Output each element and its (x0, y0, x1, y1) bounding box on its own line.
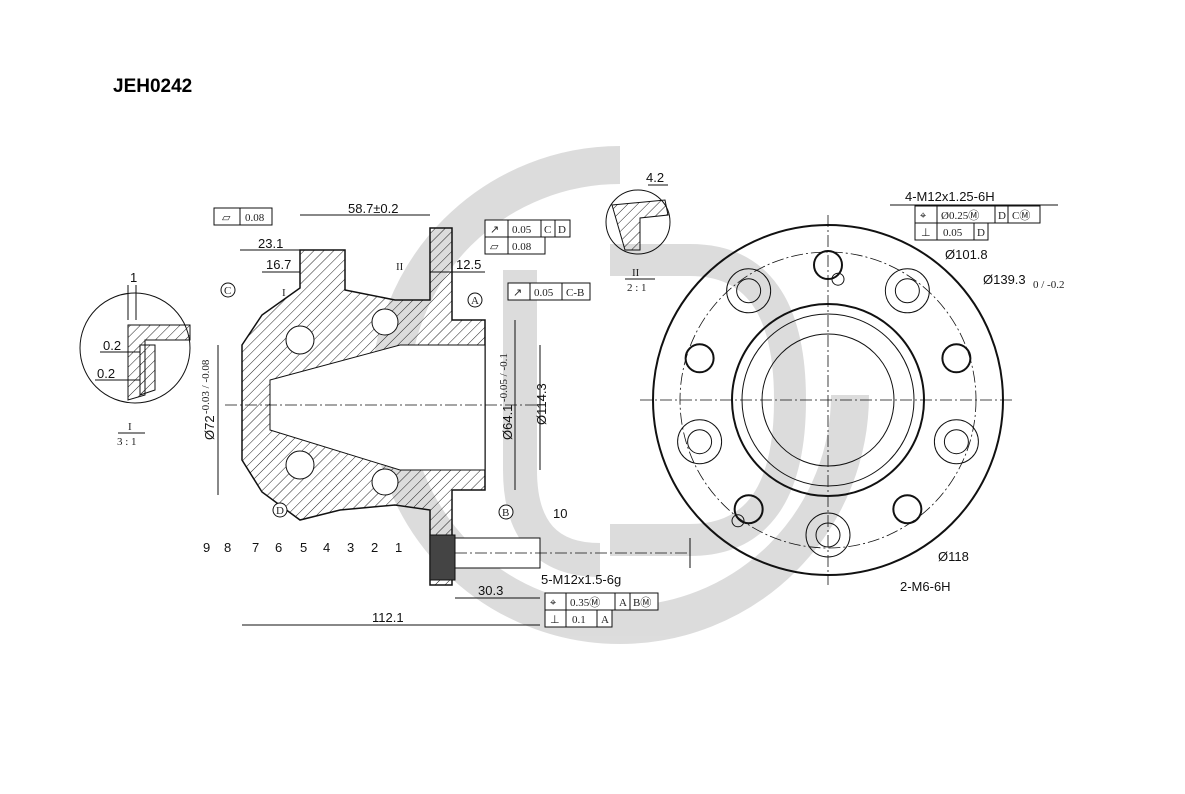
dim-72: Ø72 (202, 415, 217, 440)
stud-hole (684, 343, 715, 374)
dim-16-7: 16.7 (266, 257, 291, 272)
part-number-9: 9 (203, 540, 210, 555)
detail-II-dim: 4.2 (646, 170, 664, 185)
threaded-hole (677, 419, 723, 465)
fcf-datum: A (619, 597, 627, 609)
hub-face-view (640, 215, 1015, 585)
threaded-hole-core (687, 429, 713, 455)
fcf-stud-position: ⌖ 0.35Ⓜ A BⓂ ⊥ 0.1 A (544, 592, 659, 628)
dim-139-3-tol: 0 / -0.2 (1033, 279, 1064, 291)
stud-hole (941, 343, 972, 374)
fcf-datum: BⓂ (633, 596, 651, 609)
dim-101-8: Ø101.8 (945, 247, 988, 262)
fcf-datum: A (601, 614, 609, 626)
stud-hole (892, 494, 923, 525)
flatness-symbol: ⏥ (222, 212, 231, 224)
m6-hole (831, 272, 845, 286)
dim-30-3: 30.3 (478, 583, 503, 598)
fcf-value: 0.08 (245, 212, 265, 224)
stud-hole (733, 494, 764, 525)
m6-hole (731, 514, 745, 528)
fcf-datum: C (544, 224, 551, 236)
threaded-hole-core (943, 429, 969, 455)
detail-I: 1 0.2 0.2 I 3 : 1 (79, 270, 191, 448)
threaded-hole (726, 268, 772, 314)
part-number-5: 5 (300, 540, 307, 555)
part-number-1: 1 (395, 540, 402, 555)
dim-flange-width: 58.7±0.2 (348, 201, 399, 216)
hub-cross-section: 58.7±0.2 23.1 16.7 12.5 112.1 30.3 10 Ø7… (200, 201, 691, 626)
threaded-hole (805, 512, 851, 558)
dim-23-1: 23.1 (258, 236, 283, 251)
detail-II: 4.2 II 2 : 1 (605, 170, 671, 294)
perpendicularity-symbol: ⊥ (550, 614, 560, 626)
part-number-title: JEH0242 (113, 76, 192, 97)
part-number-2: 2 (371, 540, 378, 555)
detail-II-label: II (632, 267, 640, 279)
position-symbol: ⌖ (920, 210, 926, 222)
section-mark-II: II (396, 261, 404, 273)
fcf-datum: D (998, 210, 1006, 222)
dim-64-1: Ø64.1 (500, 405, 515, 440)
fcf-value: 0.1 (572, 614, 586, 626)
detail-I-scale: 3 : 1 (117, 436, 137, 448)
part-number-6: 6 (275, 540, 282, 555)
detail-I-dim-a: 0.2 (103, 338, 121, 353)
fcf-value: 0.05 (534, 287, 554, 299)
threaded-hole (884, 268, 930, 314)
fcf-value: 0.05 (512, 224, 532, 236)
part-number-4: 4 (323, 540, 330, 555)
dim-64-1-tol: -0.05 / -0.1 (498, 353, 510, 402)
dim-139-3: Ø139.3 (983, 272, 1026, 287)
fcf-value: 0.35Ⓜ (570, 596, 600, 609)
thread-holes-spec: 4-M12x1.25-6H (905, 189, 995, 204)
dim-10: 10 (553, 506, 567, 521)
stud-thread-spec: 5-M12x1.5-6g (541, 572, 621, 587)
fcf-datum: C-B (566, 287, 584, 299)
threaded-hole-core (736, 278, 762, 304)
dim-12-5: 12.5 (456, 257, 481, 272)
part-number-8: 8 (224, 540, 231, 555)
threaded-hole-core (815, 522, 841, 548)
detail-II-scale: 2 : 1 (627, 282, 647, 294)
fcf-datum: CⓂ (1012, 209, 1030, 222)
fcf-runout-face: ↗ 0.05 C D ⏥ 0.08 (484, 219, 571, 255)
stud-hole (813, 250, 843, 280)
dim-72-tol: -0.03 / -0.08 (200, 359, 212, 414)
detail-I-label: I (128, 421, 132, 433)
fcf-value: Ø0.25Ⓜ (941, 209, 979, 222)
part-number-3: 3 (347, 540, 354, 555)
fcf-value: 0.08 (512, 241, 532, 253)
datum-D: D (276, 505, 284, 517)
fcf-runout-bore: ↗ 0.05 C-B (507, 282, 591, 301)
dim-112-1: 112.1 (372, 610, 404, 625)
fcf-value: 0.05 (943, 227, 963, 239)
datum-C: C (224, 285, 231, 297)
position-symbol: ⌖ (550, 597, 556, 609)
runout-symbol: ↗ (490, 224, 499, 236)
part-number-7: 7 (252, 540, 259, 555)
fcf-datum: D (977, 227, 985, 239)
flatness-symbol: ⏥ (490, 241, 499, 253)
section-mark-I: I (282, 287, 286, 299)
threaded-hole-core (894, 278, 920, 304)
small-holes-spec: 2-M6-6H (900, 579, 951, 594)
fcf-holes: 4-M12x1.25-6H ⌖ Ø0.25Ⓜ D CⓂ ⊥ 0.05 D (890, 189, 1058, 241)
dim-118: Ø118 (938, 549, 969, 564)
detail-I-dim-b: 0.2 (97, 366, 115, 381)
dim-114-3: Ø114.3 (534, 383, 549, 425)
runout-symbol: ↗ (513, 287, 522, 299)
perpendicularity-symbol: ⊥ (921, 227, 931, 239)
part-number-callouts: 9 8 7 6 5 4 3 2 1 (203, 540, 402, 555)
fcf-datum: D (558, 224, 566, 236)
datum-B: B (502, 507, 509, 519)
detail-I-dim-top: 1 (130, 270, 137, 285)
fcf-flatness-left: ⏥ 0.08 (213, 207, 273, 226)
datum-A: A (471, 295, 479, 307)
threaded-hole (933, 419, 979, 465)
